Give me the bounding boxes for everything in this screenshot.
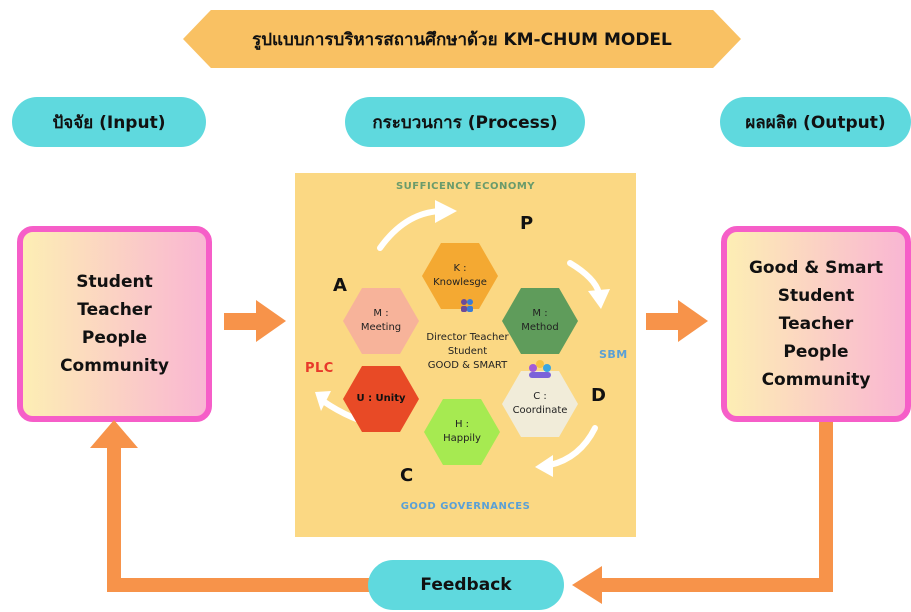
plc-label: PLC: [305, 361, 334, 376]
people-icon: [529, 360, 551, 378]
feedback-loop-icon: [90, 420, 833, 604]
cycle-arrow-icon: [315, 391, 331, 411]
title-banner: รูปแบบการบริหารสถานศึกษาด้วย KM-CHUM MOD…: [183, 10, 741, 68]
process-header-label: กระบวนการ (Process): [372, 112, 558, 133]
output-header-label: ผลผลิต (Output): [745, 112, 886, 133]
center-text: Director Teacher Student GOOD & SMART: [426, 332, 509, 371]
input-header: ปัจจัย (Input): [12, 97, 206, 147]
input-item: People: [81, 328, 148, 348]
input-item: Student: [76, 272, 153, 292]
cycle-arrow-icon: [535, 455, 553, 477]
output-item: Good & Smart: [748, 258, 884, 278]
input-header-label: ปัจจัย (Input): [52, 112, 166, 133]
letter-c: C: [400, 465, 414, 486]
process-header: กระบวนการ (Process): [345, 97, 585, 147]
output-header: ผลผลิต (Output): [720, 97, 911, 147]
arrow-right-icon: [224, 300, 286, 342]
cycle-arrow-icon: [588, 289, 610, 309]
output-item: People: [783, 342, 849, 362]
input-box: Student Teacher People Community: [17, 226, 212, 422]
cycle-arrow-icon: [435, 200, 457, 223]
feedback-pill: Feedback: [368, 560, 564, 610]
hex-method: M : Method: [502, 288, 578, 354]
letter-p: P: [520, 213, 534, 234]
input-item: Teacher: [77, 300, 152, 320]
output-item: Teacher: [778, 314, 854, 334]
team-icon: [461, 299, 473, 312]
output-box: Good & Smart Student Teacher People Comm…: [721, 226, 911, 422]
output-item: Student: [777, 286, 855, 306]
governance-label: GOOD GOVERNANCES: [400, 501, 531, 512]
page-title: รูปแบบการบริหารสถานศึกษาด้วย KM-CHUM MOD…: [252, 29, 672, 50]
letter-a: A: [333, 275, 347, 296]
arrow-right-icon: [646, 300, 708, 342]
input-item: Community: [60, 356, 169, 376]
sbm-label: SBM: [599, 348, 628, 361]
hex-coordinate: C : Coordinate: [502, 371, 578, 437]
output-item: Community: [761, 370, 871, 390]
feedback-label: Feedback: [420, 575, 512, 595]
sufficiency-label: SUFFICENCY ECONOMY: [395, 181, 536, 192]
letter-d: D: [591, 385, 606, 406]
process-panel: SUFFICENCY ECONOMY GOOD GOVERNANCES PLC …: [295, 173, 636, 537]
